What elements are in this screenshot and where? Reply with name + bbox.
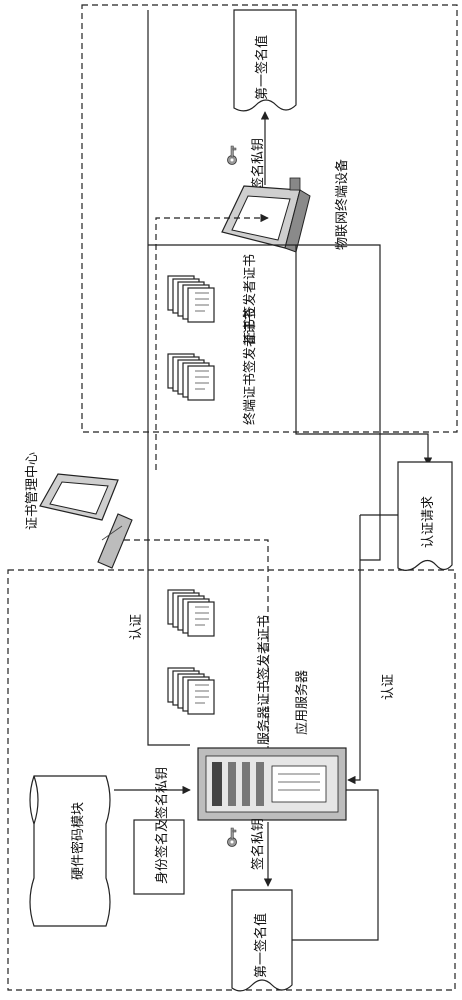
line-server-bottom-loop [290, 789, 379, 941]
key-icon-bottom [227, 827, 237, 847]
server-cert-stack-2 [167, 667, 215, 715]
first-sig-value-bottom-label: 第一签名值 [253, 913, 269, 978]
line-top-loop [148, 244, 381, 561]
auth-request-label: 认证请求 [421, 496, 436, 548]
server-cert-signer-cert-label: 服务器证书签发者证书 [256, 615, 272, 745]
app-server-label: 应用服务器 [294, 670, 310, 735]
terminal-cert-signer-cert-label: 终端证书签发者证书 [242, 308, 258, 425]
server-region-box [7, 569, 456, 991]
hardware-crypto-module-label: 硬件密码模块 [70, 802, 86, 880]
sign-private-key-bottom-label: 签名私钥 [250, 818, 266, 870]
auth-left-label: 认证 [129, 614, 144, 640]
dash-link-center-to-server [124, 539, 273, 771]
iot-terminal-icon [221, 177, 311, 253]
auth-request-doc: 认证请求 [397, 461, 453, 571]
terminal-cert-signer-cert-stack [167, 353, 215, 401]
app-server-icon [197, 747, 347, 821]
line-terminal-to-auth-request [295, 245, 433, 466]
line-server-to-terminal-left [147, 10, 190, 746]
first-sig-value-top-doc: 第一签名值 [233, 9, 297, 112]
cert-management-center-icon [39, 473, 133, 569]
first-sig-value-top-label: 第一签名值 [254, 35, 270, 100]
hardware-crypto-module: 硬件密码模块 [29, 775, 111, 927]
cert-management-center-label: 证书管理中心 [25, 452, 40, 530]
identity-sig-box: 身份签名及签名私钥 [133, 767, 185, 895]
iot-terminal-label: 物联网终端设备 [334, 159, 350, 250]
server-cert-stack-1 [167, 589, 215, 637]
line-auth-request-to-server [348, 514, 398, 780]
first-sig-value-bottom-doc: 第一签名值 [231, 889, 293, 992]
auth-right-label: 认证 [381, 674, 396, 700]
dash-link-center-to-terminal [155, 213, 269, 470]
sign-private-key-bottom: 签名私钥 [227, 818, 266, 870]
key-icon-top [227, 145, 237, 165]
cert-signer-cert-label: 证书签发者证书 [242, 254, 258, 345]
iot-region-box [81, 4, 458, 433]
sign-private-key-top: 签名私钥 [227, 138, 266, 190]
identity-sig-label: 身份签名及签名私钥 [154, 767, 170, 884]
sign-private-key-top-label: 签名私钥 [250, 138, 266, 190]
cert-signer-cert-stack [167, 275, 215, 323]
